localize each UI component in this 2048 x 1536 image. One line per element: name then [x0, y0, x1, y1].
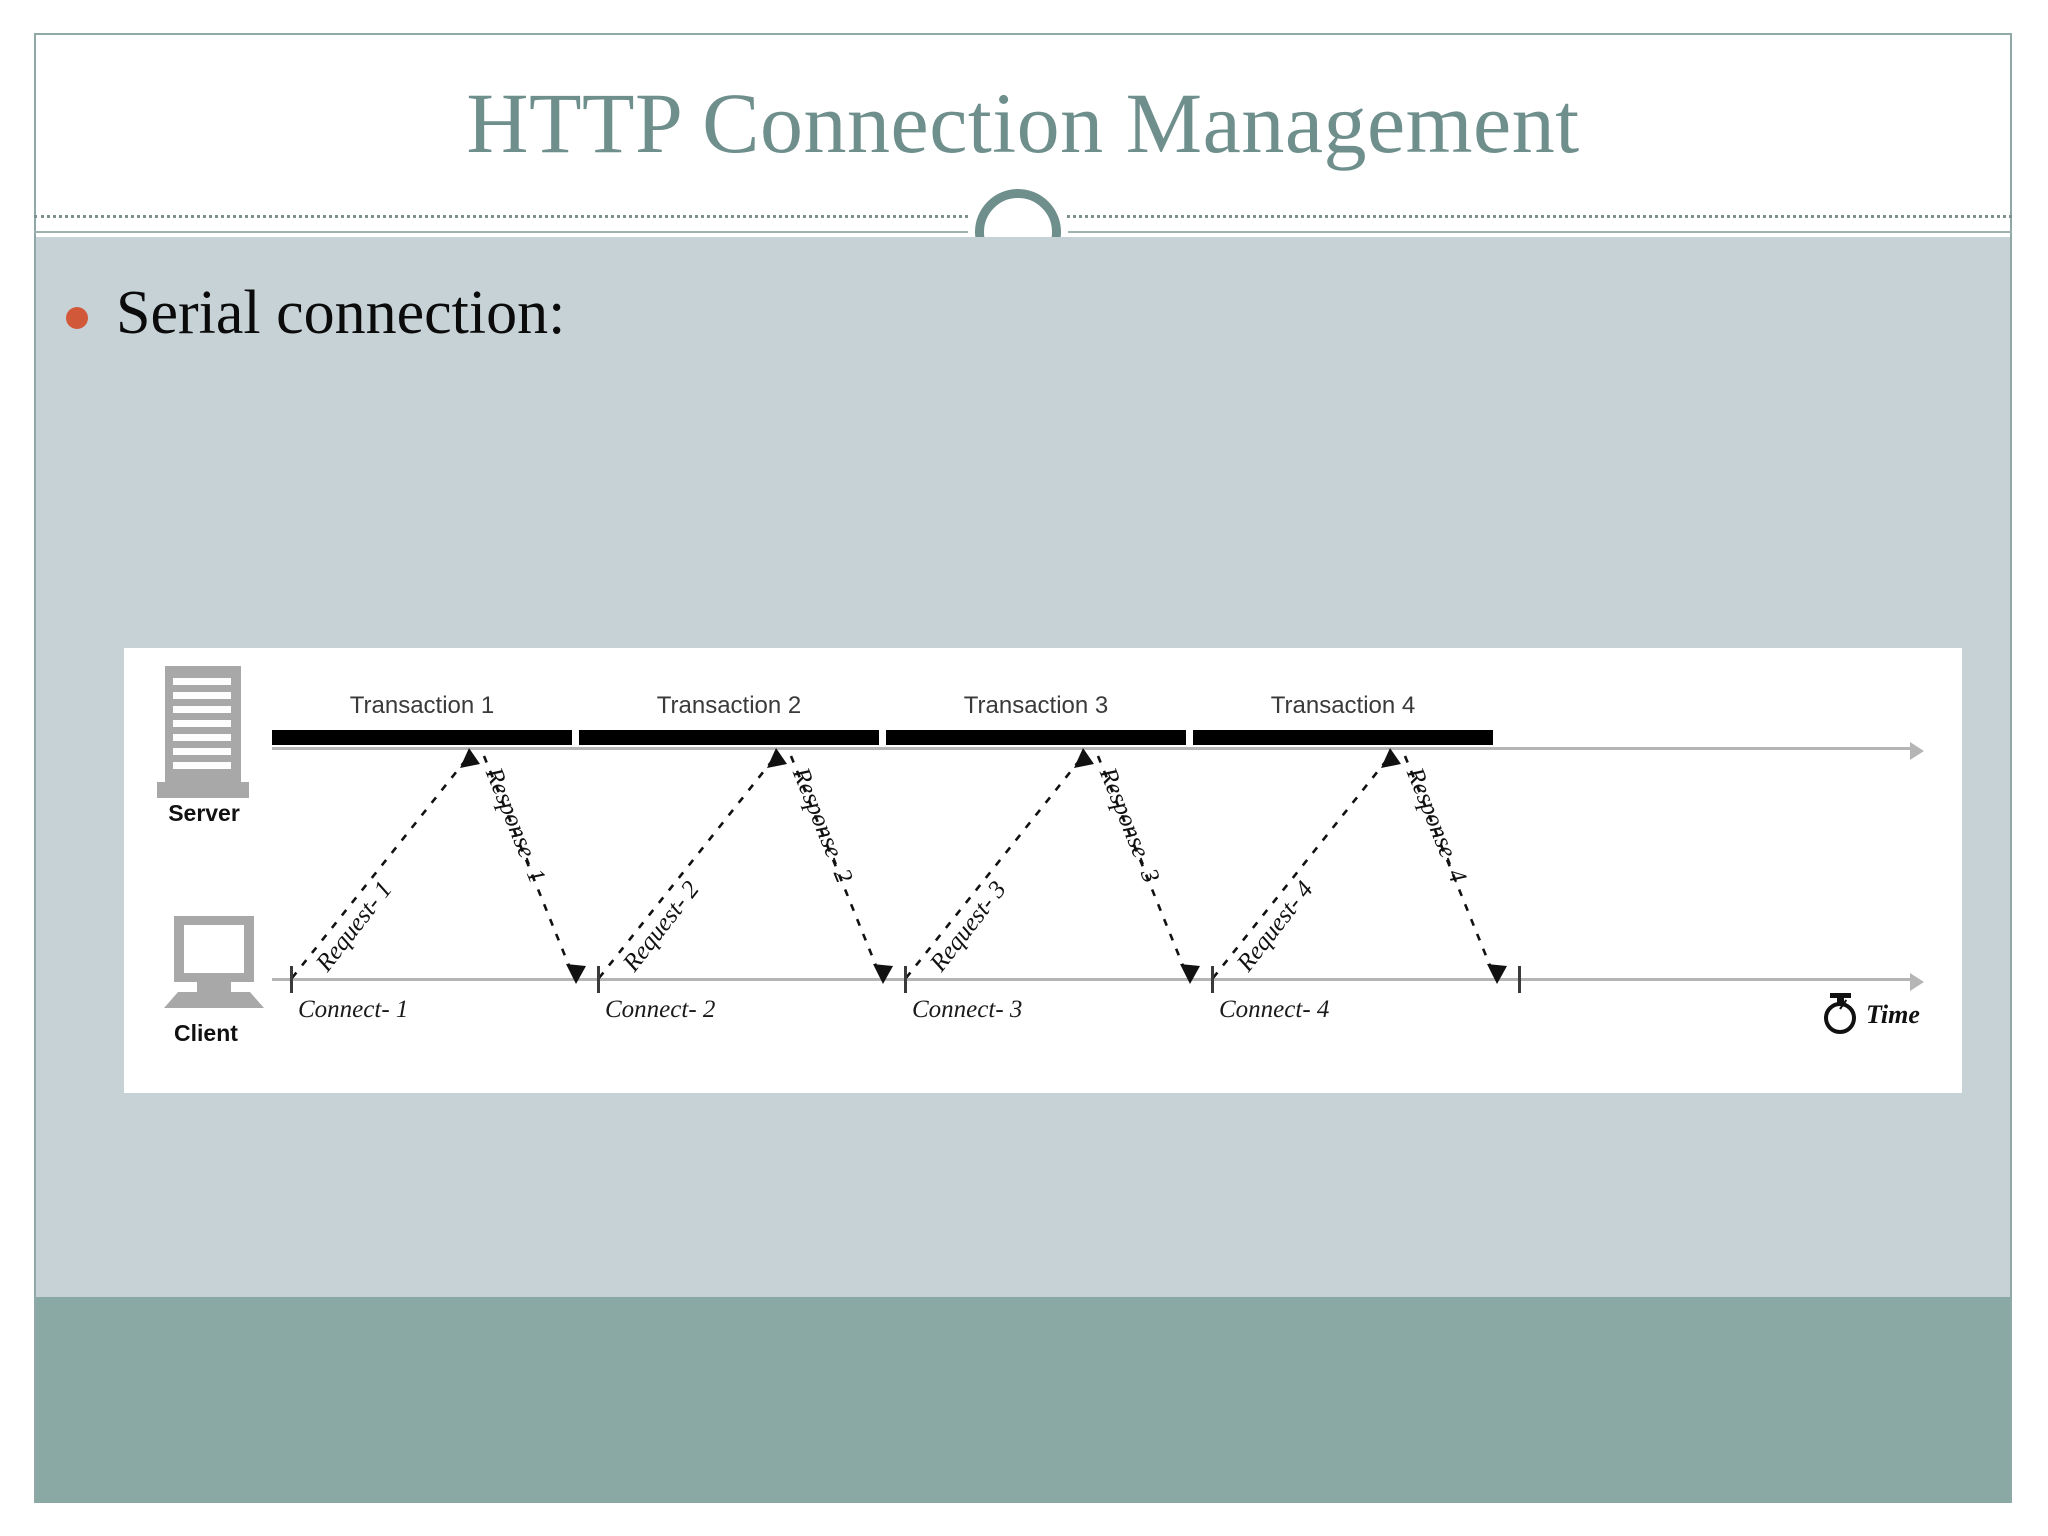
transaction-bar: [886, 730, 1186, 745]
client-actor-label: Client: [174, 1020, 238, 1046]
transaction-label: Transaction 3: [963, 692, 1109, 719]
bullet-item-label: Serial connection:: [116, 279, 566, 347]
serial-connection-diagram: Server Client Transaction 1 T: [124, 648, 1962, 1093]
server-timeline-arrow-icon: [1910, 742, 1924, 760]
bullet-dot-icon: [66, 307, 88, 329]
transaction-bar: [272, 730, 572, 745]
connect-label: Connect- 1: [298, 996, 409, 1023]
request-label: Request- 4: [1232, 876, 1319, 977]
time-axis-label: Time: [1866, 1000, 1920, 1029]
transaction-label: Transaction 1: [349, 692, 495, 719]
response-label: Response- 1: [479, 764, 551, 887]
transaction-bar: [579, 730, 879, 745]
footer-band: [36, 1297, 2010, 1503]
page-title: HTTP Connection Management: [466, 75, 1580, 171]
transaction-label: Transaction 4: [1270, 692, 1416, 719]
connect-label: Connect- 2: [605, 996, 716, 1023]
server-actor-label: Server: [168, 800, 240, 826]
response-label: Response- 4: [1400, 764, 1472, 887]
stopwatch-icon: [1824, 993, 1860, 1034]
connect-label: Connect- 4: [1219, 996, 1330, 1023]
response-label: Response- 2: [786, 764, 858, 887]
response-label: Response- 3: [1093, 764, 1165, 887]
slide-body: Serial connection: Server: [36, 237, 2010, 1297]
request-label: Request- 1: [311, 876, 398, 977]
transaction-bar: [1193, 730, 1493, 745]
server-timeline: [272, 747, 1912, 750]
client-timeline-arrow-icon: [1910, 973, 1924, 991]
slide: HTTP Connection Management Serial connec…: [34, 33, 2012, 1503]
server-tower-icon: [157, 666, 249, 798]
request-label: Request- 2: [618, 876, 705, 977]
desktop-monitor-icon: [164, 916, 264, 1012]
client-timeline: [272, 978, 1912, 981]
bullet-list-item: Serial connection:: [66, 279, 565, 347]
transaction-label: Transaction 2: [656, 692, 802, 719]
request-label: Request- 3: [925, 876, 1012, 977]
connect-label: Connect- 3: [912, 996, 1023, 1023]
